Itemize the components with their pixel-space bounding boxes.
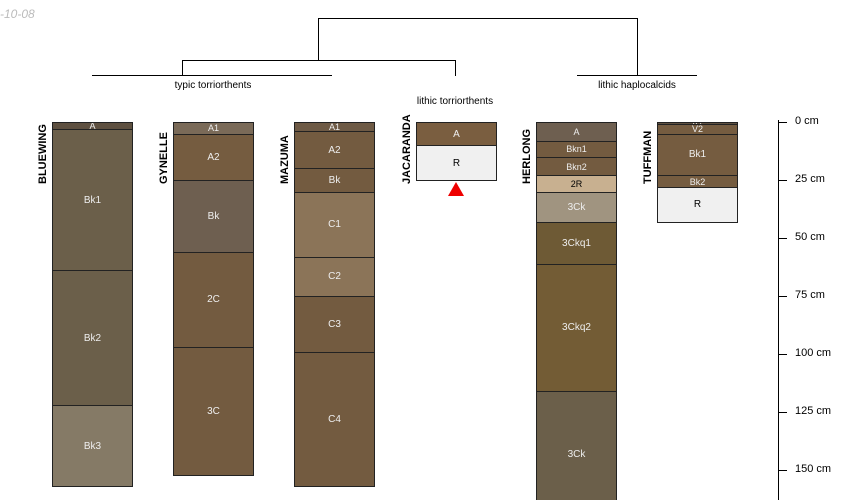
profile-name: JACARANDA: [401, 114, 413, 184]
dendrogram-line: [182, 60, 183, 76]
profile-name: TUFFMAN: [642, 130, 654, 184]
horizon: 2C: [173, 251, 254, 349]
depth-tick-label: 25 cm: [795, 173, 825, 185]
date-label: -10-08: [0, 7, 35, 21]
depth-tick: [778, 470, 787, 471]
horizon: C4: [294, 351, 375, 488]
group-label: typic torriorthents: [174, 80, 252, 91]
horizon: Bk1: [657, 133, 738, 177]
horizon: 3Ckq1: [536, 221, 617, 265]
depth-tick: [778, 122, 787, 123]
horizon: C3: [294, 296, 375, 353]
profile-name: HERLONG: [521, 129, 533, 184]
dendrogram-line: [318, 18, 319, 61]
depth-tick: [778, 296, 787, 297]
horizon: C1: [294, 191, 375, 258]
horizon: C2: [294, 256, 375, 297]
dendrogram-line: [318, 18, 638, 19]
horizon: R: [657, 186, 738, 223]
depth-tick-label: 100 cm: [795, 347, 832, 359]
depth-tick-label: 0 cm: [795, 115, 819, 127]
horizon: A: [416, 122, 497, 147]
horizon: Bk2: [52, 270, 133, 407]
horizon: 3C: [173, 347, 254, 476]
depth-tick-label: 150 cm: [795, 463, 832, 475]
dendrogram-line: [182, 60, 456, 61]
horizon: Bk: [173, 180, 254, 253]
horizon: Bk: [294, 168, 375, 193]
bedrock-marker-icon: [448, 182, 464, 196]
depth-tick-label: 75 cm: [795, 289, 825, 301]
depth-tick: [778, 238, 787, 239]
group-label: lithic haplocalcids: [598, 80, 676, 91]
horizon: Bkn1: [536, 140, 617, 158]
horizon: Bk1: [52, 128, 133, 272]
horizon: Bk3: [52, 405, 133, 488]
horizon: 3Ckq2: [536, 263, 617, 393]
depth-tick-label: 125 cm: [795, 405, 832, 417]
depth-axis-line: [778, 120, 779, 500]
horizon: Bkn2: [536, 156, 617, 177]
horizon: A2: [173, 133, 254, 181]
horizon: 3Ck: [536, 391, 617, 500]
depth-tick-label: 50 cm: [795, 231, 825, 243]
horizon: A2: [294, 131, 375, 170]
dendrogram-line: [577, 75, 697, 76]
dendrogram-line: [637, 18, 638, 76]
profile-name: MAZUMA: [279, 135, 291, 184]
horizon: 2R: [536, 175, 617, 193]
dendrogram-line: [92, 75, 332, 76]
depth-tick: [778, 412, 787, 413]
group-label: lithic torriorthents: [416, 96, 494, 107]
horizon: 3Ck: [536, 191, 617, 223]
depth-tick: [778, 180, 787, 181]
profile-name: GYNELLE: [158, 132, 170, 184]
dendrogram-line: [455, 60, 456, 76]
depth-tick: [778, 354, 787, 355]
horizon: A: [536, 122, 617, 142]
profile-name: BLUEWING: [37, 124, 49, 184]
horizon: R: [416, 145, 497, 181]
